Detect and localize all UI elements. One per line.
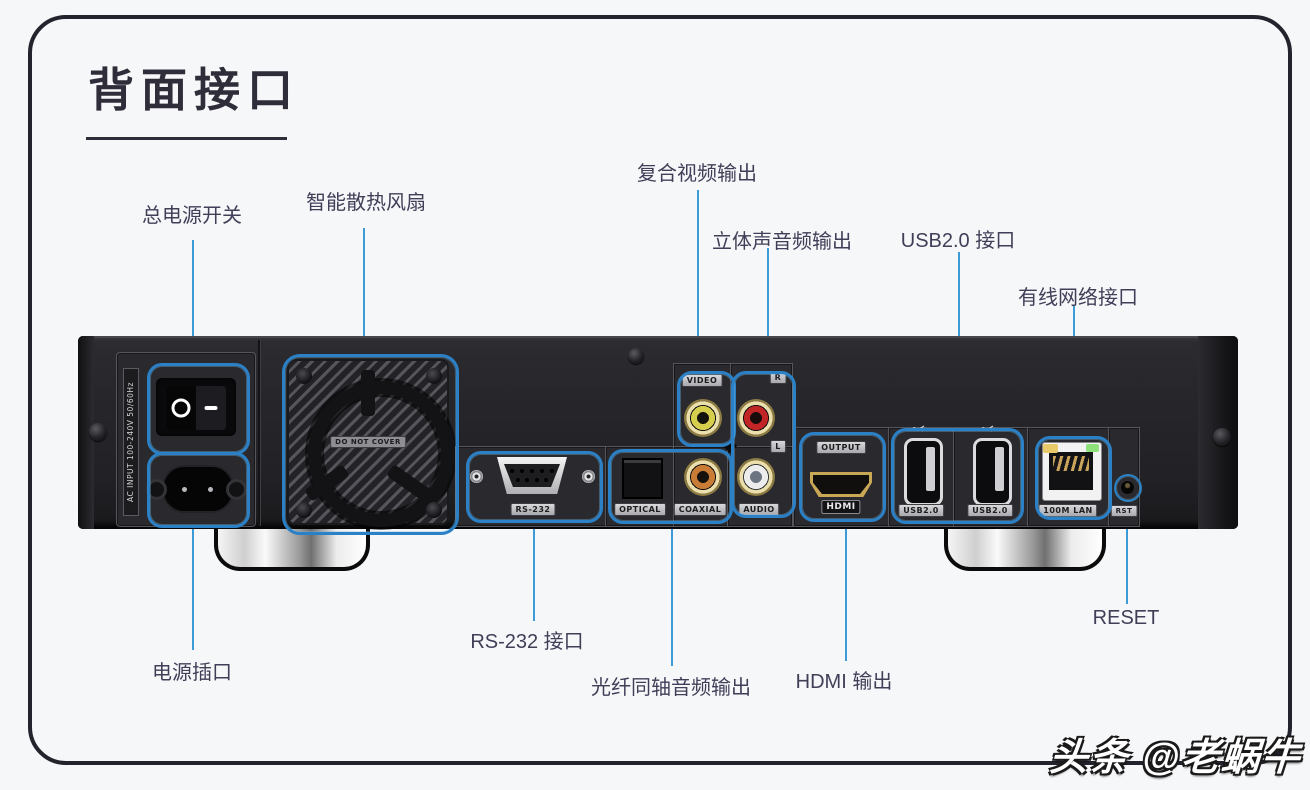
chassis-screw-right	[1213, 428, 1231, 446]
rs232-badge: RS-232	[510, 503, 556, 516]
leader-line-main-power-switch	[192, 240, 194, 364]
db9-screw-right	[582, 470, 595, 483]
highlight-rs232	[466, 451, 603, 523]
hdmi-badge: HDMI	[821, 500, 861, 514]
leader-line-hdmi-output	[845, 516, 847, 661]
callout-label-power-inlet: 电源插口	[152, 662, 232, 684]
db9-screw-left	[470, 470, 483, 483]
coaxial-rca-jack	[684, 458, 722, 496]
audio-l-badge: L	[770, 440, 786, 453]
highlight-usb	[891, 428, 1024, 524]
chassis-seam	[258, 340, 260, 526]
ac-inlet-pin-left	[182, 487, 187, 492]
fan-spoke	[361, 370, 375, 416]
highlight-power-switch	[147, 363, 250, 455]
audio-l-rca-jack	[737, 458, 775, 496]
highlight-reset	[1114, 474, 1142, 502]
callout-label-composite-video: 复合视频输出	[637, 163, 757, 185]
ac-inlet-pin-right	[208, 487, 213, 492]
ac-inlet-screw-right	[226, 479, 247, 500]
leader-line-power-inlet	[192, 522, 194, 650]
lan-led-green	[1086, 444, 1099, 452]
callout-label-reset: RESET	[1092, 607, 1160, 629]
callout-label-main-power-switch: 总电源开关	[142, 205, 242, 227]
power-rocker-switch	[166, 386, 226, 430]
usb-port-1	[904, 438, 943, 506]
chassis-left-bevel	[78, 336, 94, 529]
leader-line-optical-coaxial	[671, 518, 673, 666]
coaxial-badge: COAXIAL	[673, 503, 727, 516]
leader-line-reset	[1126, 498, 1128, 604]
title-underline	[86, 137, 287, 140]
power-on-icon	[204, 406, 218, 410]
callout-label-hdmi-output: HDMI 输出	[795, 671, 893, 693]
highlight-hdmi	[799, 432, 886, 522]
callout-label-usb: USB2.0 接口	[900, 230, 1016, 252]
highlight-optical-coaxial	[608, 449, 733, 524]
callout-label-wired-lan: 有线网络接口	[1018, 287, 1138, 309]
callout-label-cooling-fan: 智能散热风扇	[306, 192, 426, 214]
highlight-video	[677, 371, 736, 447]
fan-screw	[426, 368, 442, 384]
fan-do-not-cover-badge: DO NOT COVER	[330, 436, 406, 448]
optical-port	[622, 458, 663, 499]
ethernet-port-pins	[1053, 456, 1089, 471]
chassis-screw-left	[89, 423, 107, 441]
power-switch-on-half	[196, 386, 226, 430]
highlight-fan	[282, 354, 459, 535]
leader-line-stereo-audio	[767, 248, 769, 371]
highlight-lan	[1035, 436, 1112, 520]
power-off-icon	[171, 398, 191, 418]
leader-line-composite-video	[697, 190, 699, 371]
highlight-audio	[731, 371, 796, 518]
watermark: 头条 @老蜗牛	[1048, 737, 1304, 779]
usb-tongue	[926, 447, 935, 491]
hdmi-connector-cavity	[813, 475, 869, 494]
usb-tongue	[995, 447, 1004, 491]
chassis-screw-top	[628, 348, 644, 364]
rst-badge: RST	[1110, 505, 1138, 517]
callout-label-optical-coaxial: 光纤同轴音频输出	[591, 677, 751, 699]
device-foot-right	[944, 529, 1106, 571]
callout-label-rs232: RS-232 接口	[470, 631, 584, 653]
highlight-power-inlet	[147, 452, 250, 528]
fan-screw	[426, 502, 442, 518]
fan-screw	[296, 368, 312, 384]
leader-line-rs232	[533, 517, 535, 621]
leader-line-cooling-fan	[363, 228, 365, 355]
audio-r-rca-jack	[737, 399, 775, 437]
page-title: 背面接口	[88, 65, 300, 116]
power-switch-off-half	[166, 386, 196, 430]
ac-input-rating-text: AC INPUT 100-240V 50/60Hz	[123, 368, 139, 516]
callout-label-stereo-audio: 立体声音频输出	[712, 231, 852, 253]
page-border-frame	[28, 15, 1292, 765]
fan-screw	[296, 502, 312, 518]
video-rca-jack	[684, 399, 722, 437]
rs232-db9-pins	[504, 464, 560, 487]
lan-led-yellow	[1043, 444, 1058, 453]
hdmi-output-badge: OUTPUT	[816, 441, 866, 454]
device-foot-left	[214, 529, 370, 571]
